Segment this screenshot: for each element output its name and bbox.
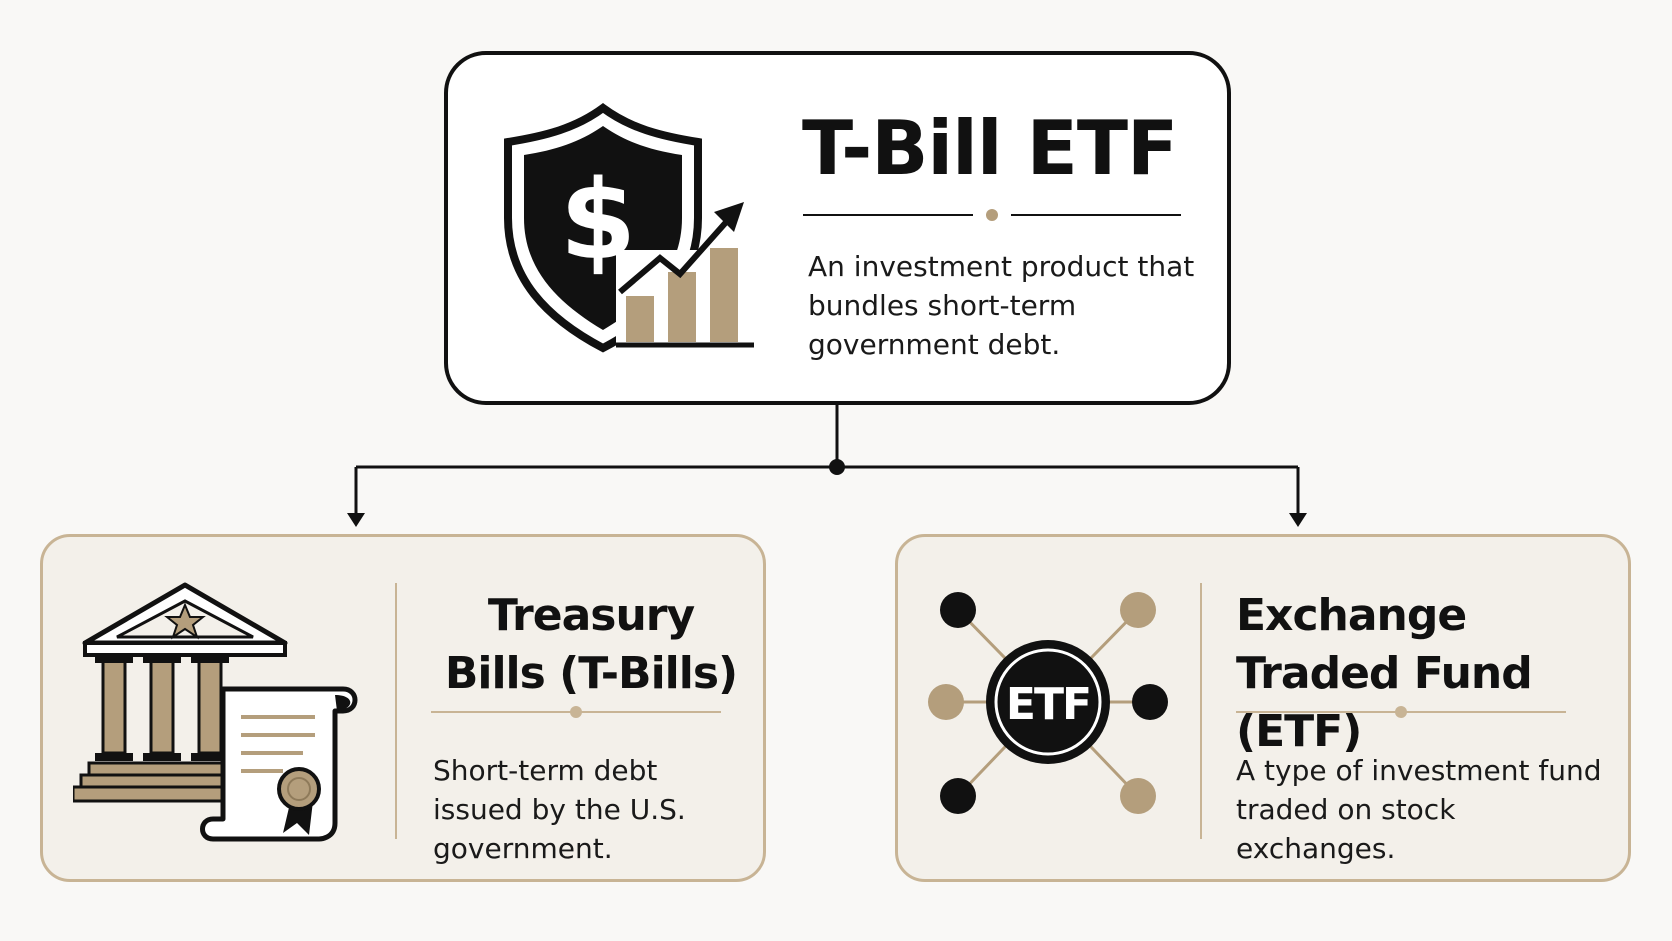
treasury-bills-card: Treasury Bills (T-Bills) Short-term debt… [40,534,766,882]
right-arrowhead [1289,513,1307,527]
top-card-description: An investment product that bundles short… [808,250,1195,361]
right-title-divider [1236,706,1566,718]
left-card-title: Treasury Bills (T-Bills) [444,590,738,699]
left-card-description: Short-term debt issued by the U.S. gover… [433,754,686,865]
etf-icon-label: ETF [1006,679,1090,730]
t-bill-etf-card: $ T-Bill ETF An investment product that … [444,51,1231,405]
left-card-divider [395,583,397,839]
top-card-title: T-Bill ETF [802,104,1178,192]
left-arrowhead [347,513,365,527]
etf-network-icon: ETF [928,592,1168,814]
right-card-divider [1200,583,1202,839]
government-building-certificate-icon [73,582,358,842]
right-card-description: A type of investment fund traded on stoc… [1236,754,1602,865]
left-title-divider [431,706,721,718]
top-title-divider [803,209,1181,221]
shield-dollar-growth-chart-icon: $ [504,103,758,360]
junction-dot [829,459,845,475]
right-card-title: Exchange Traded Fund (ETF) [1236,590,1533,757]
etf-card: ETF Exchange Traded Fund (ETF) A type of… [895,534,1631,882]
